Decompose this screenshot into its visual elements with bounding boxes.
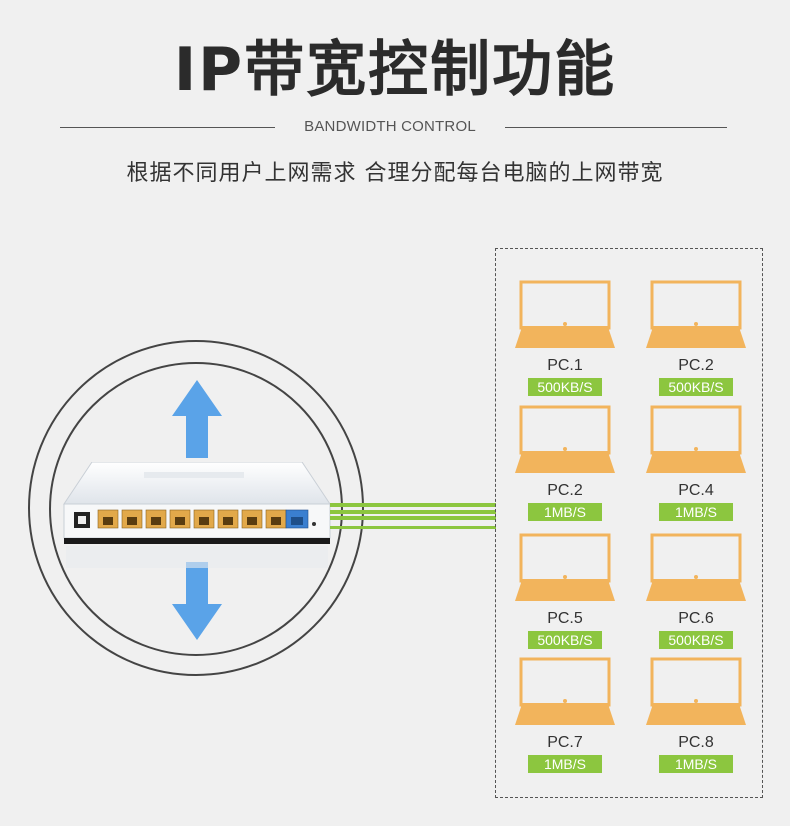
pc-item: PC.6 500KB/S [646, 533, 746, 649]
pc-item: PC.8 1MB/S [646, 657, 746, 773]
laptop-icon [515, 657, 615, 729]
pc-speed-badge: 500KB/S [659, 378, 733, 396]
pc-speed-badge: 1MB/S [659, 755, 733, 773]
pc-item: PC.5 500KB/S [515, 533, 615, 649]
laptop-icon [646, 405, 746, 477]
pc-speed-badge: 1MB/S [659, 503, 733, 521]
pc-label: PC.5 [547, 610, 583, 627]
connection-line [330, 503, 496, 507]
page-subtitle: BANDWIDTH CONTROL [304, 118, 476, 135]
pc-item: PC.7 1MB/S [515, 657, 615, 773]
pc-item: PC.4 1MB/S [646, 405, 746, 521]
laptop-icon [646, 280, 746, 352]
pc-label: PC.7 [547, 734, 583, 751]
pc-label: PC.8 [678, 734, 714, 751]
router-icon [63, 462, 331, 568]
connection-line [330, 526, 496, 529]
connection-line [330, 510, 496, 514]
pc-label: PC.4 [678, 482, 714, 499]
pc-item: PC.1 500KB/S [515, 280, 615, 396]
pc-label: PC.1 [547, 357, 583, 374]
pc-speed-badge: 1MB/S [528, 755, 602, 773]
page-description: 根据不同用户上网需求 合理分配每台电脑的上网带宽 [126, 161, 664, 186]
laptop-icon [646, 657, 746, 729]
connection-line [330, 516, 496, 520]
pc-label: PC.6 [678, 610, 714, 627]
pc-item: PC.2 1MB/S [515, 405, 615, 521]
pc-speed-badge: 1MB/S [528, 503, 602, 521]
inner-circle [49, 362, 343, 656]
outer-circle [28, 340, 364, 676]
pc-speed-badge: 500KB/S [528, 378, 602, 396]
pc-speed-badge: 500KB/S [659, 631, 733, 649]
laptop-icon [515, 405, 615, 477]
pc-speed-badge: 500KB/S [528, 631, 602, 649]
pc-label: PC.2 [547, 482, 583, 499]
divider-right [505, 127, 727, 128]
pc-item: PC.2 500KB/S [646, 280, 746, 396]
laptop-icon [515, 533, 615, 605]
page-title: IP带宽控制功能 [173, 35, 617, 105]
laptop-icon [515, 280, 615, 352]
pc-group-box [495, 248, 763, 798]
arrow-up-icon [172, 380, 222, 458]
divider-left [60, 127, 275, 128]
arrow-down-icon [172, 562, 222, 640]
pc-label: PC.2 [678, 357, 714, 374]
laptop-icon [646, 533, 746, 605]
